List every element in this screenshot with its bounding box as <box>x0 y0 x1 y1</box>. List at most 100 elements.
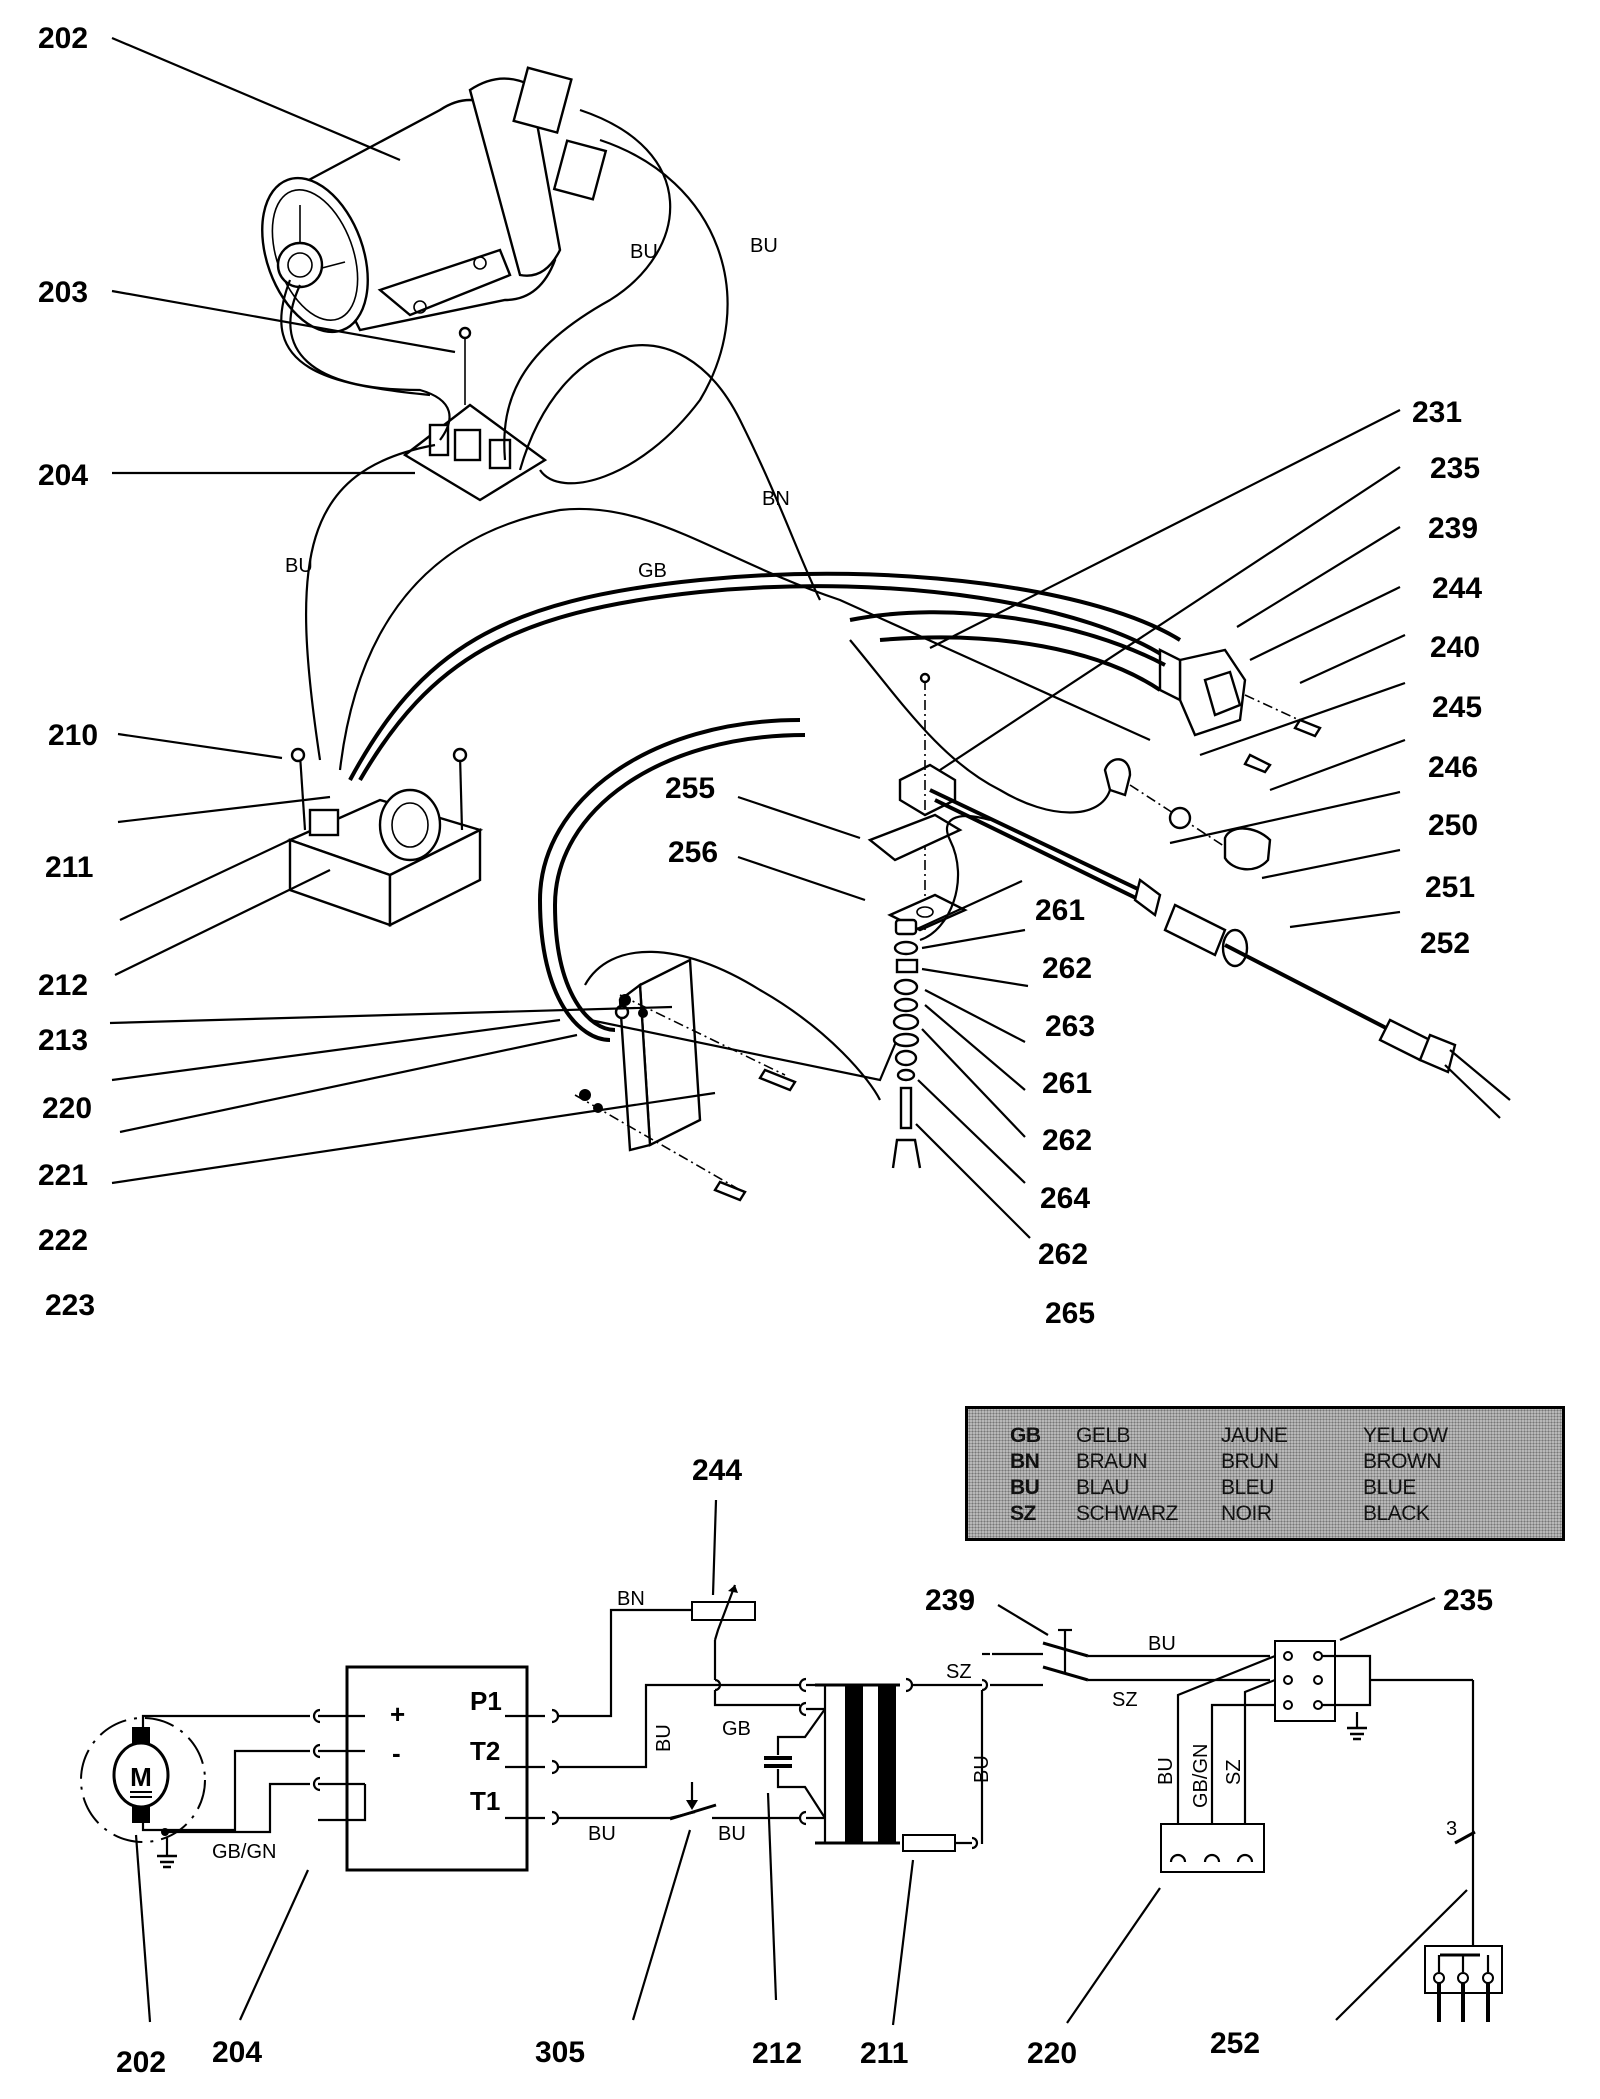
part-label-210: 210 <box>48 719 98 752</box>
callout-235: 235 <box>1443 1584 1493 1617</box>
callout-204: 204 <box>212 2036 262 2069</box>
exploded-leaders <box>109 36 1406 1239</box>
wire-label-bu: BU <box>1148 1633 1176 1655</box>
part-label-250: 250 <box>1428 809 1478 842</box>
exploded-wire-labels: BU BU BN BU GB <box>285 235 790 582</box>
motor-letter: M <box>130 1762 152 1792</box>
callout-220: 220 <box>1027 2037 1077 2070</box>
legend-row: BU BLAU BLEU BLUE <box>968 1475 1562 1501</box>
motor-202-drawing <box>261 66 608 334</box>
conductor-count: 3 <box>1446 1818 1457 1840</box>
part-label-262: 262 <box>1042 952 1092 985</box>
legend-row: SZ SCHWARZ NOIR BLACK <box>968 1501 1562 1527</box>
wire-label-bu: BU <box>971 1755 993 1783</box>
color-legend: GB GELB JAUNE YELLOW BN BRAUN BRUN BROWN… <box>965 1406 1565 1541</box>
transformer-213-drawing <box>286 747 484 927</box>
legend-german: GELB <box>1076 1424 1131 1447</box>
wire-label-bu: BU <box>750 235 778 257</box>
terminal-t2: T2 <box>470 1736 500 1766</box>
socket-220-symbol <box>1160 1823 1265 1873</box>
part-label-202: 202 <box>38 22 88 55</box>
motor-symbol: M <box>80 1717 206 1843</box>
wire-label-bu: BU <box>285 555 313 577</box>
wire-label-gbgn: GB/GN <box>1190 1744 1212 1808</box>
part-label-264: 264 <box>1040 1182 1090 1215</box>
legend-row: BN BRAUN BRUN BROWN <box>968 1449 1562 1475</box>
fuse-211 <box>902 1834 956 1852</box>
part-label-231: 231 <box>1412 396 1462 429</box>
wire-label-sz: SZ <box>1112 1689 1138 1711</box>
switch-235-drawing <box>849 610 1322 871</box>
stud-stack-drawing <box>589 815 991 1169</box>
callout-252: 252 <box>1210 2027 1260 2060</box>
mains-cable-252-drawing <box>1133 877 1511 1119</box>
part-label-220: 220 <box>42 1092 92 1125</box>
part-label-265: 265 <box>1045 1297 1095 1330</box>
part-label-221: 221 <box>38 1159 88 1192</box>
terminal-plus: + <box>390 1699 405 1729</box>
part-label-262: 262 <box>1038 1238 1088 1271</box>
callout-239: 239 <box>925 1584 975 1617</box>
legend-code: GB <box>1010 1424 1041 1447</box>
legend-german: BRAUN <box>1076 1450 1148 1473</box>
part-label-255: 255 <box>665 772 715 805</box>
wire-label-bu: BU <box>718 1823 746 1845</box>
part-label-223: 223 <box>45 1289 95 1322</box>
wire-label-gb: GB <box>638 560 667 582</box>
wire-label-bu: BU <box>653 1724 675 1752</box>
legend-french: JAUNE <box>1221 1424 1288 1447</box>
terminal-p1: P1 <box>470 1686 502 1716</box>
legend-code: BN <box>1010 1450 1040 1473</box>
part-label-203: 203 <box>38 276 88 309</box>
part-label-244: 244 <box>1432 572 1482 605</box>
legend-german: SCHWARZ <box>1076 1502 1178 1525</box>
part-label-239: 239 <box>1428 512 1478 545</box>
callout-212: 212 <box>752 2037 802 2070</box>
part-label-263: 263 <box>1045 1010 1095 1043</box>
wiring-schematic: M GB/GN + - P1 T2 T1 <box>80 1584 1503 2022</box>
wire-label-sz: SZ <box>946 1661 972 1683</box>
socket-220-drawing <box>574 958 797 1202</box>
callout-211: 211 <box>860 2037 908 2070</box>
part-label-245: 245 <box>1432 691 1482 724</box>
part-label-212: 212 <box>38 969 88 1002</box>
part-label-240: 240 <box>1430 631 1480 664</box>
wire-label-bn: BN <box>762 488 790 510</box>
legend-english: YELLOW <box>1363 1424 1448 1447</box>
part-label-252: 252 <box>1420 927 1470 960</box>
part-label-213: 213 <box>38 1024 88 1057</box>
part-label-222: 222 <box>38 1224 88 1257</box>
part-label-261: 261 <box>1042 1067 1092 1100</box>
controller-204-box <box>345 1665 529 1872</box>
part-label-246: 246 <box>1428 751 1478 784</box>
legend-french: NOIR <box>1221 1502 1272 1525</box>
legend-german: BLAU <box>1076 1476 1129 1499</box>
callout-305: 305 <box>535 2036 585 2069</box>
schematic-leaders <box>134 1499 1468 2026</box>
legend-english: BLUE <box>1363 1476 1416 1499</box>
callout-202: 202 <box>116 2046 166 2079</box>
wire-label-bn: BN <box>617 1588 645 1610</box>
wire-label-gbgn: GB/GN <box>212 1841 276 1863</box>
part-label-204: 204 <box>38 459 88 492</box>
legend-french: BLEU <box>1221 1476 1274 1499</box>
wire-label-bu: BU <box>1155 1757 1177 1785</box>
legend-english: BROWN <box>1363 1450 1442 1473</box>
part-label-256: 256 <box>668 836 718 869</box>
exploded-view <box>261 66 1511 1202</box>
control-board-204-drawing <box>402 326 548 502</box>
terminal-t1: T1 <box>470 1786 500 1816</box>
legend-french: BRUN <box>1221 1450 1279 1473</box>
part-label-211: 211 <box>45 851 93 884</box>
part-label-235: 235 <box>1430 452 1480 485</box>
legend-row: GB GELB JAUNE YELLOW <box>968 1423 1562 1449</box>
part-label-251: 251 <box>1425 871 1475 904</box>
legend-code: SZ <box>1010 1502 1036 1525</box>
wire-label-bu: BU <box>588 1823 616 1845</box>
legend-code: BU <box>1010 1476 1040 1499</box>
exploded-part-labels: 202 203 204 210 211 212 213 220 221 222 … <box>38 22 1482 1330</box>
legend-english: BLACK <box>1363 1502 1430 1525</box>
terminal-minus: - <box>392 1738 401 1768</box>
part-label-262: 262 <box>1042 1124 1092 1157</box>
